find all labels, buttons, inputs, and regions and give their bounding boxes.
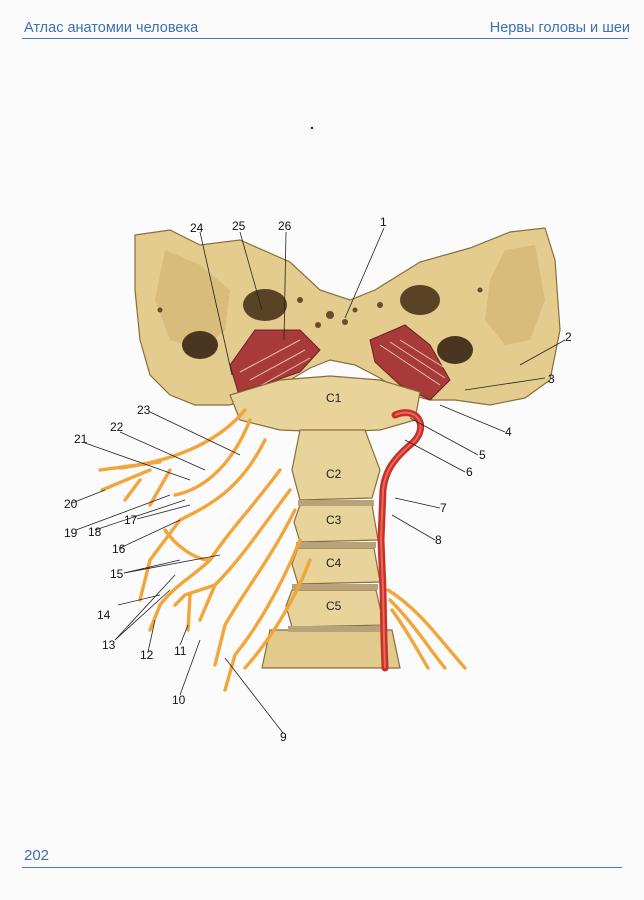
callout-24: 24 (190, 221, 204, 235)
callout-22: 22 (110, 420, 124, 434)
callout-2: 2 (565, 330, 572, 344)
callout-5: 5 (479, 448, 486, 462)
callout-26: 26 (278, 219, 292, 233)
page-number: 202 (24, 847, 50, 864)
callout-19: 19 (64, 526, 78, 540)
callout-4: 4 (505, 425, 512, 439)
vertebral-column (229, 375, 421, 669)
label-c4: C4 (326, 556, 342, 570)
callout-25: 25 (232, 219, 246, 233)
callout-12: 12 (140, 648, 154, 662)
callout-13: 13 (102, 638, 116, 652)
callout-18: 18 (88, 525, 102, 539)
callout-1: 1 (380, 215, 387, 229)
label-c5: C5 (326, 599, 342, 613)
muscles (229, 324, 451, 401)
callout-21: 21 (74, 432, 88, 446)
callout-3: 3 (548, 372, 555, 386)
label-c3: C3 (326, 513, 342, 527)
header-left-title: Атлас анатомии человека (24, 20, 199, 36)
header-rule (22, 38, 628, 39)
vertebral-artery (377, 409, 425, 672)
cervical-nerves (98, 408, 467, 692)
callout-23: 23 (137, 403, 151, 417)
callout-7: 7 (440, 501, 447, 515)
leader-lines (71, 227, 566, 734)
callout-16: 16 (112, 542, 126, 556)
callout-15: 15 (110, 567, 124, 581)
label-c1: C1 (326, 391, 342, 405)
callout-10: 10 (172, 693, 186, 707)
callout-9: 9 (280, 730, 287, 744)
header-right-title: Нервы головы и шеи (489, 20, 630, 36)
callout-17: 17 (124, 513, 138, 527)
label-c2: C2 (326, 467, 342, 481)
callout-11: 11 (174, 644, 187, 658)
callout-6: 6 (466, 465, 473, 479)
footer-rule (22, 867, 622, 868)
callout-20: 20 (64, 497, 78, 511)
callout-14: 14 (97, 608, 111, 622)
ink-dot (310, 126, 314, 130)
callout-8: 8 (435, 533, 442, 547)
